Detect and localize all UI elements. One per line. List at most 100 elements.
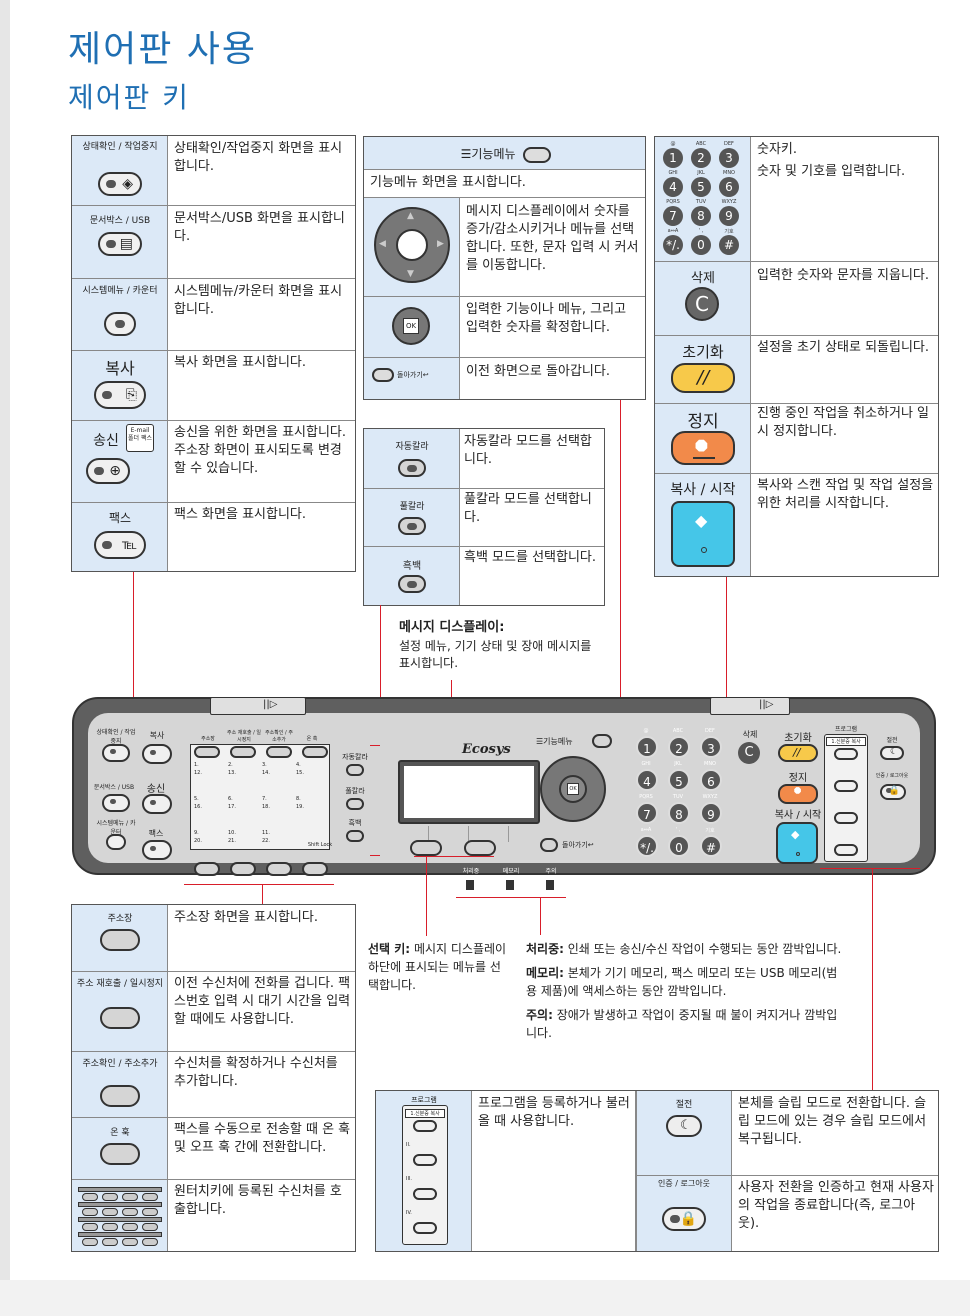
onetouch-key[interactable] [302,746,328,758]
panel-numpad-key[interactable]: 6 [700,769,722,791]
panel-numpad-key[interactable]: 5 [668,769,690,791]
onetouch-mini-key[interactable] [122,1223,138,1231]
stop-key-button[interactable]: ⯃ [671,431,735,465]
onetouch-mini-key[interactable] [102,1238,118,1246]
numpad-key[interactable]: 3 [719,148,739,168]
fax-key-button[interactable]: ℡ [94,531,146,559]
reset-key-button[interactable]: // [671,363,735,393]
panel-auth-button[interactable]: 🔒 [880,784,906,800]
redial-button[interactable] [100,1007,140,1029]
select-key-right[interactable] [464,840,496,856]
onetouch-mini-key[interactable] [122,1193,138,1201]
panel-numpad-key[interactable]: 0 [668,835,690,857]
numpad-key[interactable]: 0 [691,235,711,255]
arrow-wheel[interactable]: ▲ ▼ ◀ ▶ [374,207,450,283]
onetouch-mini-key[interactable] [142,1193,158,1201]
onetouch-mini-key[interactable] [82,1223,98,1231]
onetouch-mini-key[interactable] [122,1238,138,1246]
panel-numpad-key[interactable]: 1 [636,736,658,758]
panel-menu-button[interactable] [592,734,612,748]
addrbook-button[interactable] [100,929,140,951]
program-button-3[interactable] [413,1188,437,1200]
energy-button[interactable]: ☾ [666,1115,702,1137]
onetouch-key[interactable] [194,862,220,876]
panel-energy-button[interactable]: ☾ [880,746,904,760]
panel-reset-button[interactable]: // [778,744,818,762]
panel-start-button[interactable]: ◆ [776,822,818,864]
panel-docbox-button[interactable] [102,794,130,812]
numpad-key[interactable]: 8 [691,206,711,226]
panel-send-button[interactable] [142,794,172,814]
panel-back-button[interactable] [540,838,558,852]
panel-numpad-key[interactable]: 8 [668,802,690,824]
onetouch-mini-key[interactable] [82,1193,98,1201]
panel-numpad-key[interactable]: 9 [700,802,722,824]
program-button-4[interactable] [413,1222,437,1234]
panel-delete-button[interactable]: C [738,742,760,764]
onetouch-mini-key[interactable] [142,1208,158,1216]
numpad-key[interactable]: # [719,235,739,255]
copy-key-button[interactable]: ⎘ [94,381,146,409]
select-key-left[interactable] [410,840,442,856]
numpad-key[interactable]: 4 [663,177,683,197]
docbox-key-button[interactable]: ▤ [98,232,142,256]
onetouch-mini-key[interactable] [142,1223,158,1231]
panel-numpad-key[interactable]: 3 [700,736,722,758]
numpad-key[interactable]: 2 [691,148,711,168]
panel-numpad-key[interactable]: 4 [636,769,658,791]
panel-numpad-key[interactable]: */. [636,835,658,857]
sysmenu-key-button[interactable] [104,312,136,336]
panel-prog2-button[interactable] [834,780,858,792]
onetouch-key[interactable] [194,746,220,758]
onetouch-mini-key[interactable] [102,1193,118,1201]
start-key-button[interactable]: ◆ [671,501,735,567]
onetouch-key[interactable] [266,862,292,876]
onetouch-mini-key[interactable] [82,1238,98,1246]
ok-key-button[interactable]: OK [392,307,430,345]
autocolor-button[interactable] [398,459,426,477]
numpad-key[interactable]: 5 [691,177,711,197]
onetouch-mini-key[interactable] [122,1208,138,1216]
panel-prog3-button[interactable] [834,812,858,824]
numpad-key[interactable]: 1 [663,148,683,168]
panel-prog1-button[interactable] [834,748,858,760]
send-key-button[interactable]: ⊕ [86,458,130,484]
onetouch-mini-keys[interactable] [78,1187,164,1247]
back-key-button[interactable] [372,368,394,382]
panel-fax-button[interactable] [142,840,172,860]
panel-numpad-key[interactable]: 7 [636,802,658,824]
onetouch-mini-key[interactable] [82,1208,98,1216]
onetouch-mini-key[interactable] [142,1238,158,1246]
numpad-key[interactable]: */. [663,235,683,255]
onetouch-key[interactable] [230,746,256,758]
program-button-1[interactable] [413,1120,437,1132]
panel-prog4-button[interactable] [834,844,858,856]
panel-numpad-key[interactable]: 2 [668,736,690,758]
program-button-2[interactable] [413,1154,437,1166]
onetouch-key[interactable] [302,862,328,876]
panel-copy-button[interactable] [142,744,172,764]
panel-mono-button[interactable] [346,830,364,842]
fullcolor-button[interactable] [398,517,426,535]
onetouch-mini-key[interactable] [102,1223,118,1231]
panel-fullcolor-button[interactable] [346,798,364,810]
panel-sysmenu-button[interactable] [106,834,126,850]
menu-key-button[interactable] [523,146,552,163]
panel-numpad-key[interactable]: # [700,835,722,857]
mono-button[interactable] [398,575,426,593]
delete-key-button[interactable]: C [685,287,719,321]
confirm-button[interactable] [100,1085,140,1107]
status-key-button[interactable]: ◈ [98,172,142,196]
onetouch-key[interactable] [266,746,292,758]
numpad-key[interactable]: 6 [719,177,739,197]
panel-status-button[interactable] [102,744,130,762]
auth-button[interactable]: 🔒 [662,1207,706,1231]
onetouch-mini-key[interactable] [102,1208,118,1216]
numpad-key[interactable]: 7 [663,206,683,226]
panel-arrow-wheel[interactable]: OK [540,756,606,822]
panel-stop-button[interactable]: ⯃ [778,784,818,804]
panel-autocolor-button[interactable] [346,764,364,776]
onhook-button[interactable] [100,1143,140,1165]
numpad-key[interactable]: 9 [719,206,739,226]
onetouch-key[interactable] [230,862,256,876]
